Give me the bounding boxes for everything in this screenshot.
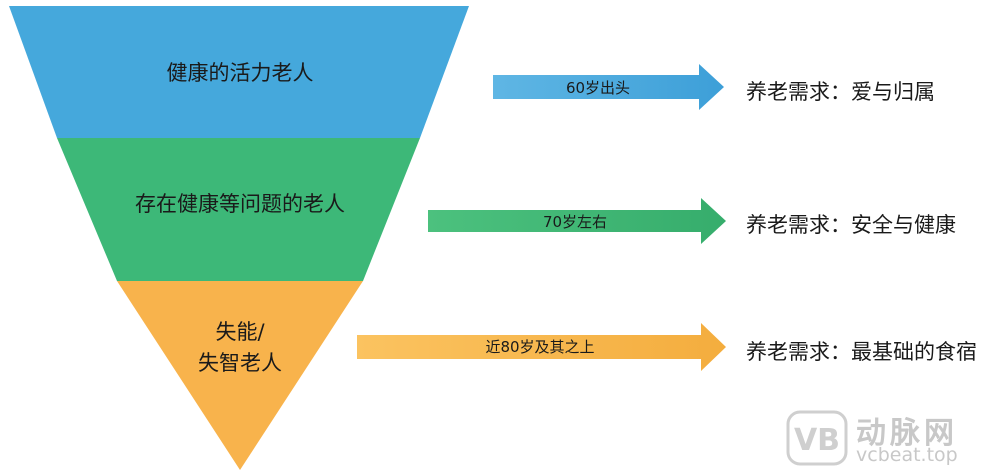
funnel-level-health-problems-label: 存在健康等问题的老人 [135,192,345,216]
age-arrow-80-plus-label: 近80岁及其之上 [485,338,594,356]
funnel-level-health-problems [57,138,420,281]
age-arrow-60-label: 60岁出头 [566,79,630,97]
need-safety-health: 养老需求：安全与健康 [746,213,956,237]
age-arrow-70 [428,198,726,244]
funnel-level-healthy-active-label: 健康的活力老人 [167,61,314,85]
watermark-cn: 动脉网 [856,416,958,451]
vcbeat-watermark: VB 动脉网 vcbeat.top [786,408,1002,468]
funnel-level-disabled-label-line-1: 失能/ [215,320,265,344]
vb-logo-icon: VB [786,410,848,466]
watermark-en: vcbeat.top [856,444,958,466]
funnel-level-healthy-active [9,6,469,138]
svg-text:VB: VB [794,423,840,458]
age-arrow-60 [493,64,724,110]
age-arrow-70-label: 70岁左右 [543,213,607,231]
funnel-level-disabled [117,281,363,470]
age-arrow-80-plus [357,323,726,371]
funnel-level-disabled-label-line-2: 失智老人 [198,351,282,375]
need-love-belonging: 养老需求：爱与归属 [746,80,935,104]
need-basic-food-lodging: 养老需求：最基础的食宿 [746,340,977,364]
